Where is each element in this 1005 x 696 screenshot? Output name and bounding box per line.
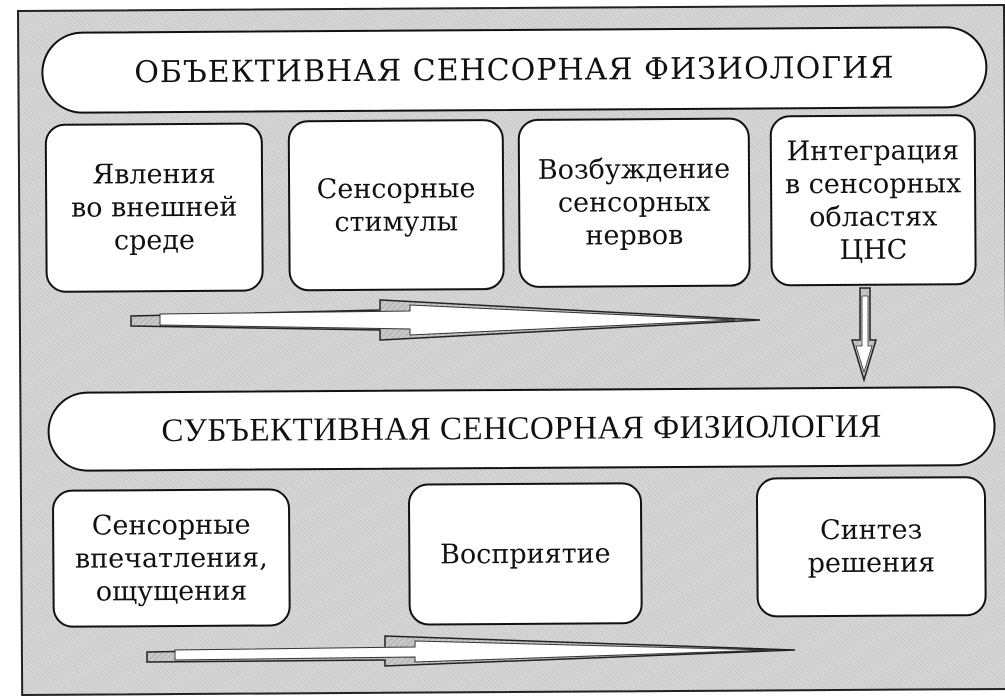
subjective-flow-arrow-icon	[146, 635, 796, 667]
down-arrow-icon	[850, 287, 878, 383]
objective-flow-arrow-icon	[130, 299, 761, 341]
